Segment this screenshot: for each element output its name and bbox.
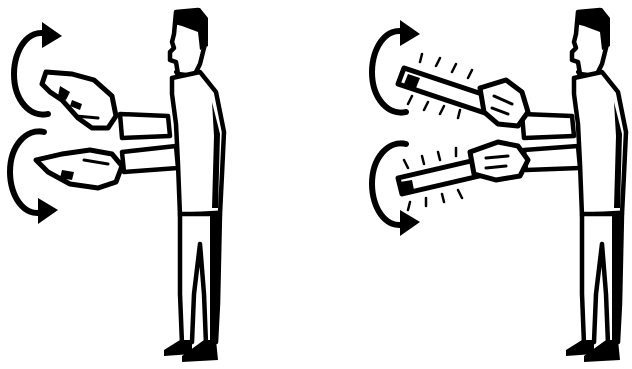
pointing-hand-icon — [42, 72, 116, 128]
lower-arm — [524, 146, 580, 170]
pointing-hand-icon — [36, 150, 122, 188]
upper-arm — [120, 114, 170, 138]
upper-arm — [522, 114, 574, 138]
lower-arm — [122, 146, 178, 172]
signaler-figure — [566, 8, 626, 362]
rotation-arrow-icon — [372, 20, 420, 113]
lighted-wand-icon — [398, 142, 528, 210]
panel-right — [372, 8, 626, 362]
signaler-figure — [164, 8, 224, 362]
panel-left — [10, 8, 224, 362]
rotation-arrow-icon — [10, 131, 58, 224]
rotation-arrow-icon — [14, 22, 62, 115]
lighted-wand-icon — [398, 54, 528, 126]
